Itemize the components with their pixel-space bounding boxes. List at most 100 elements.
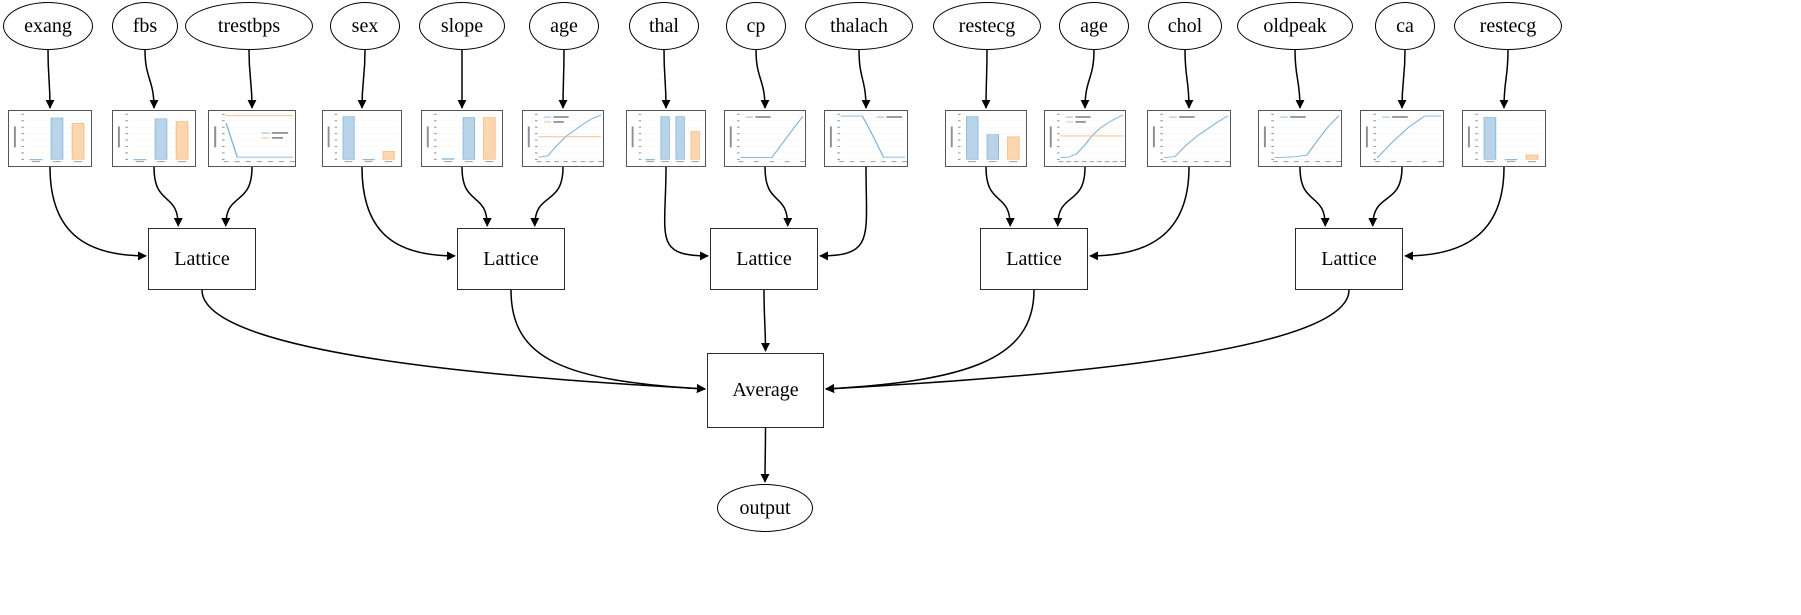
bar-missing: [690, 131, 700, 160]
input-node-fbs[interactable]: fbs: [112, 2, 178, 50]
x-tick-label: [902, 161, 907, 163]
y-tick-label: [958, 126, 961, 128]
y-tick-label: [21, 126, 24, 128]
input-node-cp[interactable]: cp: [726, 2, 786, 50]
input-node-thalach[interactable]: thalach: [805, 2, 913, 50]
x-tick-label: [838, 161, 844, 163]
edge-chart-to-lattice: [819, 166, 868, 261]
legend-label-calibrated: [1392, 116, 1408, 118]
output-node[interactable]: output: [717, 484, 813, 532]
x-tick-label: [156, 161, 166, 163]
y-tick-label: [434, 113, 437, 115]
line-calibrated: [1274, 115, 1340, 159]
y-tick-label: [958, 158, 961, 160]
y-tick-label: [958, 139, 961, 141]
y-tick-label: [737, 126, 740, 128]
x-tick-label: [1204, 161, 1209, 163]
legend-label-missing: [553, 121, 564, 123]
y-tick-label: [21, 145, 24, 148]
y-tick-label: [125, 120, 128, 122]
edge-lattice-to-average: [510, 289, 706, 394]
feature-chart-thalach: [824, 110, 908, 167]
lattice-box[interactable]: Lattice: [148, 228, 256, 290]
x-tick-label: [563, 161, 568, 163]
y-tick-label: [638, 113, 642, 115]
y-tick-label: [1475, 120, 1478, 122]
feature-chart-cp: [724, 110, 806, 167]
edge-chart-to-lattice: [153, 166, 183, 227]
x-tick-label: [278, 161, 284, 163]
x-tick-label: [870, 161, 876, 163]
x-tick-label: [1293, 161, 1299, 163]
x-tick-label: [1009, 161, 1018, 163]
feature-chart-exang: [8, 110, 92, 167]
y-axis-label: [950, 126, 953, 148]
x-tick-label: [464, 161, 473, 163]
y-tick-label: [1271, 158, 1274, 160]
feature-chart-thal: [626, 110, 706, 167]
legend-label-calibrated: [886, 116, 903, 118]
bar-calibrated: [442, 158, 455, 160]
input-node-restecg[interactable]: restecg: [1454, 2, 1562, 50]
edge-chart-to-lattice: [461, 166, 492, 227]
x-tick-label: [691, 161, 700, 163]
input-node-trestbps[interactable]: trestbps: [185, 2, 313, 50]
x-tick-label: [1390, 161, 1396, 163]
x-tick-label: [1112, 161, 1118, 163]
edge-chart-to-lattice: [1404, 166, 1505, 261]
lattice-box[interactable]: Lattice: [980, 228, 1088, 290]
y-tick-label: [638, 145, 642, 148]
input-node-thal[interactable]: thal: [629, 2, 699, 50]
y-tick-label: [21, 152, 24, 154]
input-node-ca[interactable]: ca: [1375, 2, 1435, 50]
x-tick-label: [289, 161, 295, 163]
input-node-age[interactable]: age: [1059, 2, 1129, 50]
y-tick-label: [1271, 126, 1274, 128]
y-tick-label: [21, 133, 24, 135]
input-node-chol[interactable]: chol: [1148, 2, 1222, 50]
edge-input-to-chart: [981, 49, 991, 109]
y-tick-label: [837, 126, 840, 128]
lattice-box[interactable]: Lattice: [1295, 228, 1403, 290]
y-tick-label: [125, 145, 128, 148]
input-node-slope[interactable]: slope: [419, 2, 505, 50]
input-node-age[interactable]: age: [529, 2, 599, 50]
y-axis-label: [729, 126, 732, 148]
lattice-box[interactable]: Lattice: [710, 228, 818, 290]
y-tick-label: [1373, 139, 1376, 141]
edge-input-to-chart: [1499, 49, 1509, 109]
x-tick-label: [31, 161, 41, 163]
y-tick-label: [1057, 158, 1060, 160]
x-tick-label: [1104, 161, 1110, 163]
x-tick-label: [738, 161, 744, 163]
edge-input-to-chart: [661, 49, 671, 109]
chart-svg: [209, 111, 295, 166]
legend-label-missing: [271, 137, 283, 139]
input-node-sex[interactable]: sex: [330, 2, 400, 50]
y-tick-label: [334, 113, 338, 115]
y-tick-label: [221, 120, 225, 122]
y-tick-label: [958, 120, 961, 122]
input-node-oldpeak[interactable]: oldpeak: [1237, 2, 1353, 50]
y-tick-label: [958, 152, 961, 154]
x-tick-label: [859, 161, 865, 163]
x-tick-label: [485, 161, 494, 163]
x-tick-label: [784, 161, 790, 163]
average-box[interactable]: Average: [707, 353, 824, 428]
y-tick-label: [1160, 145, 1163, 148]
input-node-restecg[interactable]: restecg: [933, 2, 1041, 50]
x-tick-label: [598, 161, 603, 163]
input-node-exang[interactable]: exang: [3, 2, 93, 50]
edge-chart-to-lattice: [221, 166, 253, 227]
bar-missing: [1007, 136, 1020, 160]
x-tick-label: [1182, 161, 1188, 163]
x-tick-label: [554, 161, 559, 163]
x-tick-label: [1161, 161, 1167, 163]
lattice-box[interactable]: Lattice: [457, 228, 565, 290]
chart-svg: [627, 111, 705, 166]
x-tick-label: [1374, 161, 1380, 163]
x-tick-label: [580, 161, 586, 163]
x-tick-label: [1406, 161, 1412, 163]
y-tick-label: [221, 152, 225, 154]
y-tick-label: [1057, 133, 1060, 135]
